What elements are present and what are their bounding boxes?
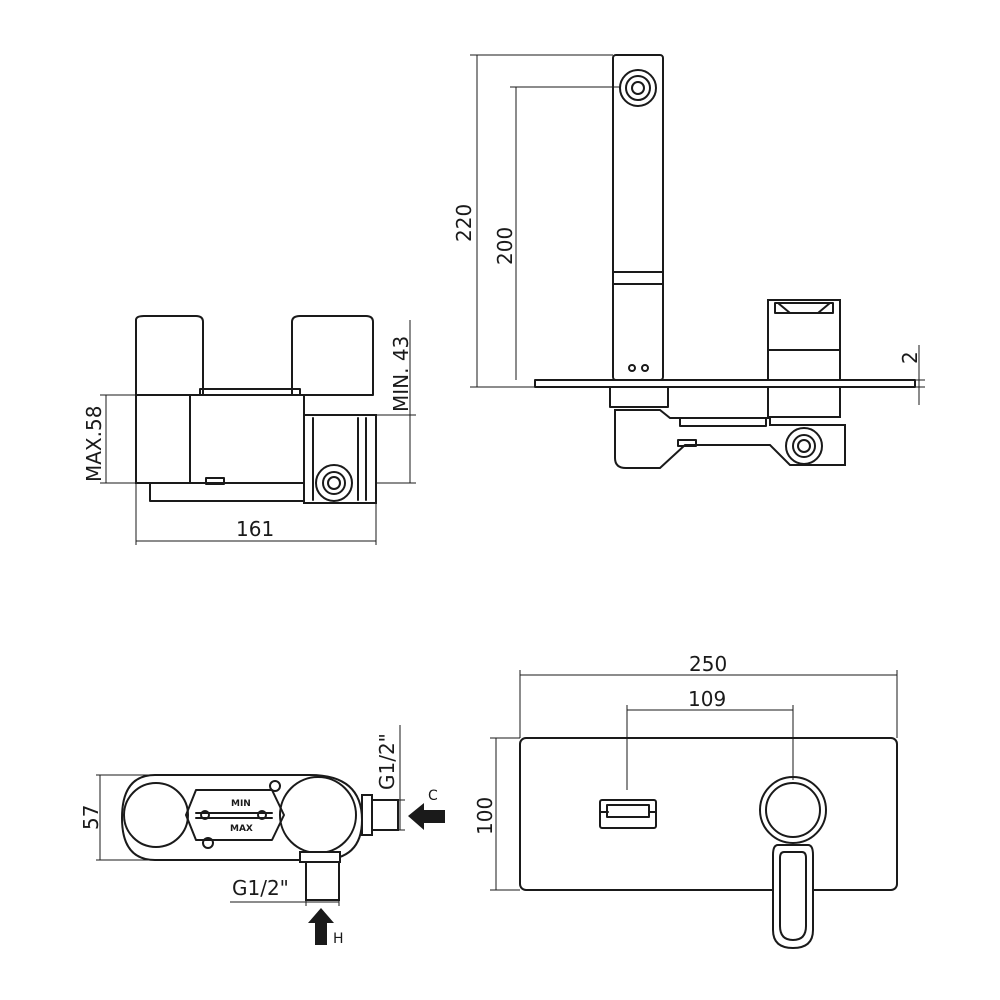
hot-label: H — [333, 931, 344, 947]
dim-57: 57 — [79, 805, 103, 830]
dim-max-58: MAX.58 — [82, 406, 106, 482]
front-view: MAX.58 MIN. 43 161 — [82, 315, 416, 545]
side-view: 220 200 2 — [452, 54, 925, 469]
mark-min: MIN — [231, 799, 251, 809]
dim-200: 200 — [493, 227, 517, 265]
mark-max: MAX — [230, 824, 253, 834]
dim-109: 109 — [688, 687, 726, 711]
dim-min-43: MIN. 43 — [389, 336, 413, 412]
dim-g12-outlet: G1/2" — [375, 733, 399, 790]
plate-view: 250 109 100 — [473, 652, 898, 950]
cold-arrow-icon — [408, 803, 445, 830]
dim-250: 250 — [689, 652, 727, 676]
top-view: MIN MAX 57 G1/2" G1/2" C H — [79, 725, 445, 947]
dim-220: 220 — [452, 204, 476, 242]
dim-100: 100 — [473, 797, 497, 835]
hot-arrow-icon — [308, 908, 334, 945]
dim-2: 2 — [898, 351, 922, 364]
cold-label: C — [428, 788, 438, 804]
dim-g12-inlet: G1/2" — [232, 876, 289, 900]
dim-161: 161 — [236, 517, 274, 541]
